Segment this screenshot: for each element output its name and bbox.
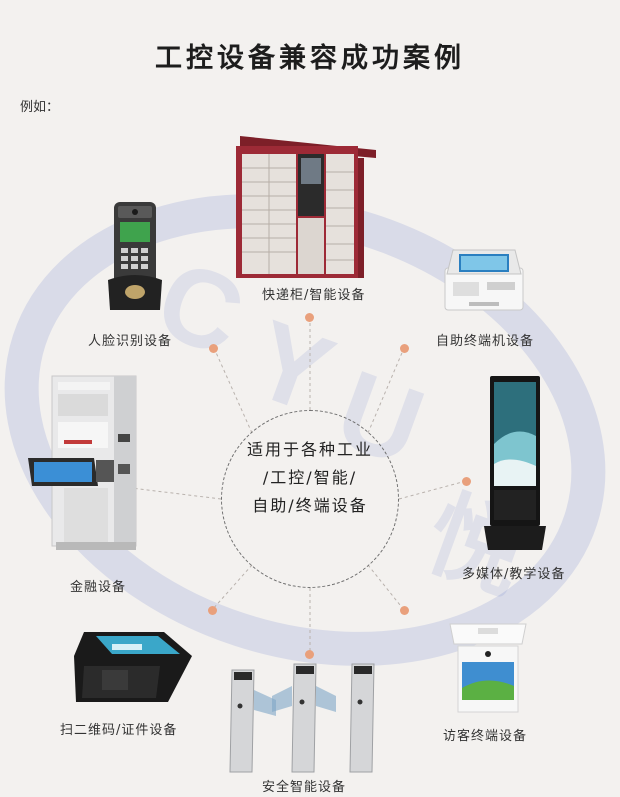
- connector-dot: [305, 650, 314, 659]
- center-line-1: 适用于各种工业: [246, 440, 373, 459]
- device-label-multimedia: 多媒体/教学设备: [462, 567, 566, 582]
- device-label-self-service-terminal: 自助终端机设备: [436, 334, 535, 349]
- connector-dot: [305, 313, 314, 322]
- device-label-financial: 金融设备: [70, 580, 127, 595]
- connector-dot: [462, 477, 471, 486]
- device-label-face-recognition: 人脸识别设备: [88, 334, 173, 349]
- device-label-security: 安全智能设备: [262, 780, 347, 795]
- device-label-express-locker: 快递柜/智能设备: [262, 288, 366, 303]
- connector-dot: [400, 344, 409, 353]
- multimedia-display-image: [484, 376, 546, 550]
- center-circle: [221, 410, 399, 588]
- self-service-terminal-image: [444, 249, 524, 311]
- page-title: 工控设备兼容成功案例: [155, 43, 465, 74]
- express-locker-image: [236, 136, 376, 278]
- center-description: 适用于各种工业 /工控/智能/ 自助/终端设备: [221, 436, 399, 520]
- device-label-visitor-terminal: 访客终端设备: [443, 729, 528, 744]
- center-line-3: 自助/终端设备: [252, 496, 368, 515]
- face-recognition-image: [108, 202, 162, 310]
- connector-dot: [208, 606, 217, 615]
- example-label: 例如：: [20, 100, 60, 115]
- device-label-qr-id-scanner: 扫二维码/证件设备: [60, 723, 178, 738]
- connector-dot: [209, 344, 218, 353]
- center-line-2: /工控/智能/: [262, 468, 358, 487]
- visitor-terminal-image: [449, 623, 527, 713]
- financial-kiosk-image: [28, 375, 137, 550]
- connector-dot: [400, 606, 409, 615]
- qr-id-scanner-image: [74, 632, 192, 702]
- security-turnstile-image: [229, 663, 375, 773]
